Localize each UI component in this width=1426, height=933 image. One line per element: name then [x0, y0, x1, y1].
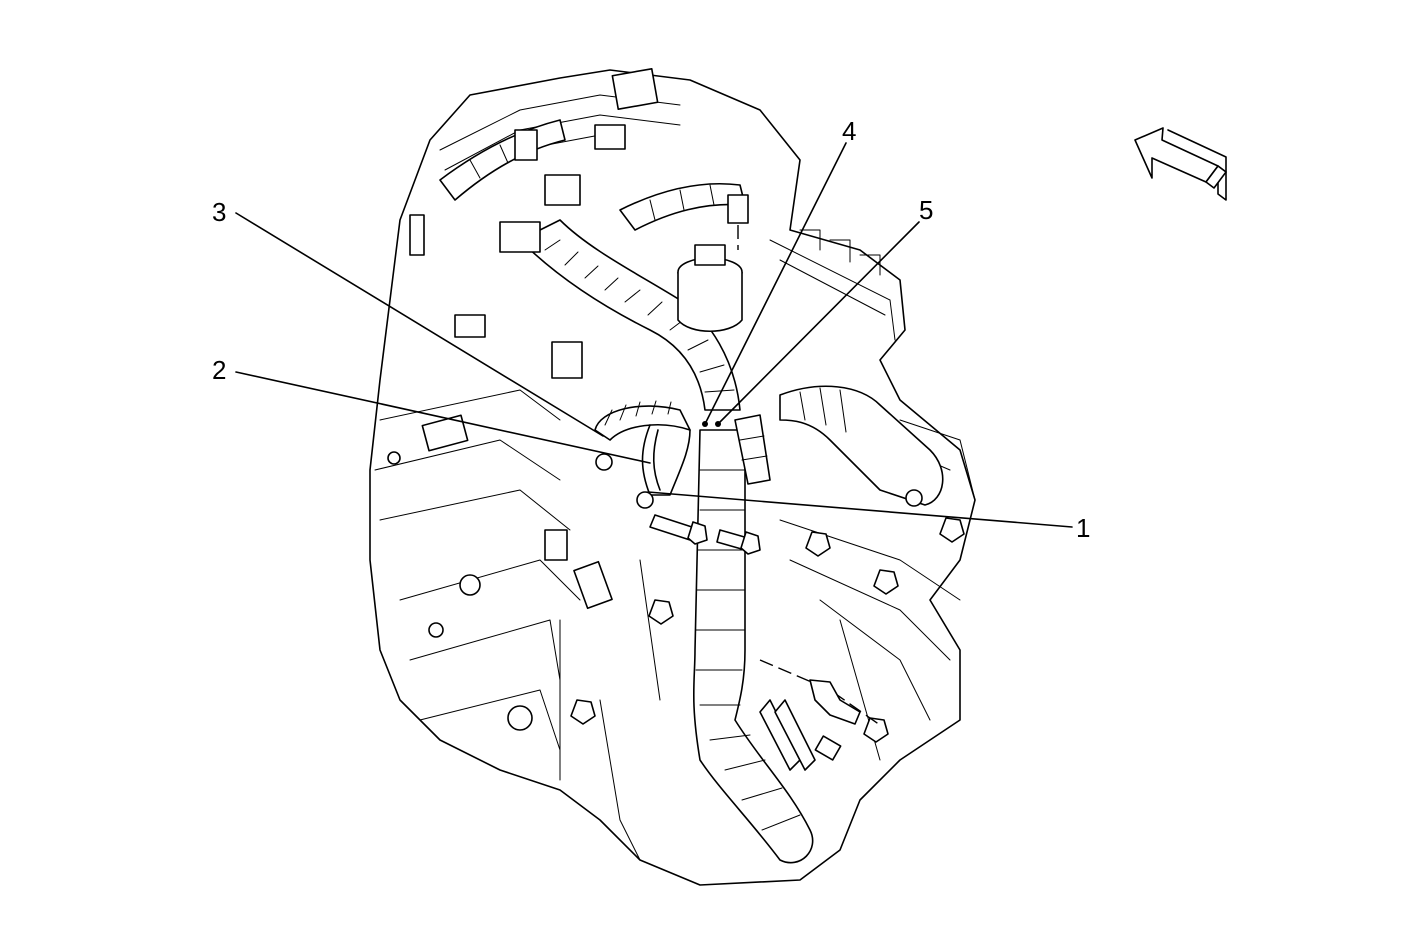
stud-3	[428, 622, 444, 638]
engine-block	[369, 69, 976, 886]
nut-5	[648, 599, 674, 625]
upper-wiring-harness	[439, 119, 746, 411]
leader-line-4	[704, 142, 847, 425]
ground-wire-loop	[594, 400, 691, 509]
lower-wiring-harness	[692, 414, 814, 864]
callout-1: 1	[1076, 513, 1090, 543]
connectors	[409, 67, 659, 610]
direction-arrow-icon	[1134, 127, 1227, 201]
callout-3: 3	[212, 197, 226, 227]
stud-2	[507, 705, 533, 731]
callout-2: 2	[212, 355, 226, 385]
nut-4	[863, 717, 889, 743]
nut-2	[873, 569, 899, 595]
callout-4: 4	[842, 116, 856, 146]
fasteners	[387, 451, 965, 743]
sensor-assembly	[677, 194, 749, 332]
leader-line-1	[647, 491, 1073, 528]
stud-1	[459, 574, 481, 596]
nut-6	[570, 699, 596, 725]
harness-bracket	[759, 679, 861, 771]
nut-1	[805, 531, 831, 557]
bolt-2	[716, 529, 761, 555]
callout-numbers: 1 2 3 4 5	[212, 116, 1090, 543]
stud-5	[905, 489, 923, 507]
leader-line-3	[235, 212, 604, 437]
callout-5: 5	[919, 195, 933, 225]
nut-3	[939, 517, 965, 543]
bolt-1	[649, 514, 708, 545]
leader-line-2	[235, 371, 651, 464]
stud-4	[387, 451, 401, 465]
leader-line-5	[717, 221, 920, 425]
leader-lines	[235, 142, 1073, 528]
